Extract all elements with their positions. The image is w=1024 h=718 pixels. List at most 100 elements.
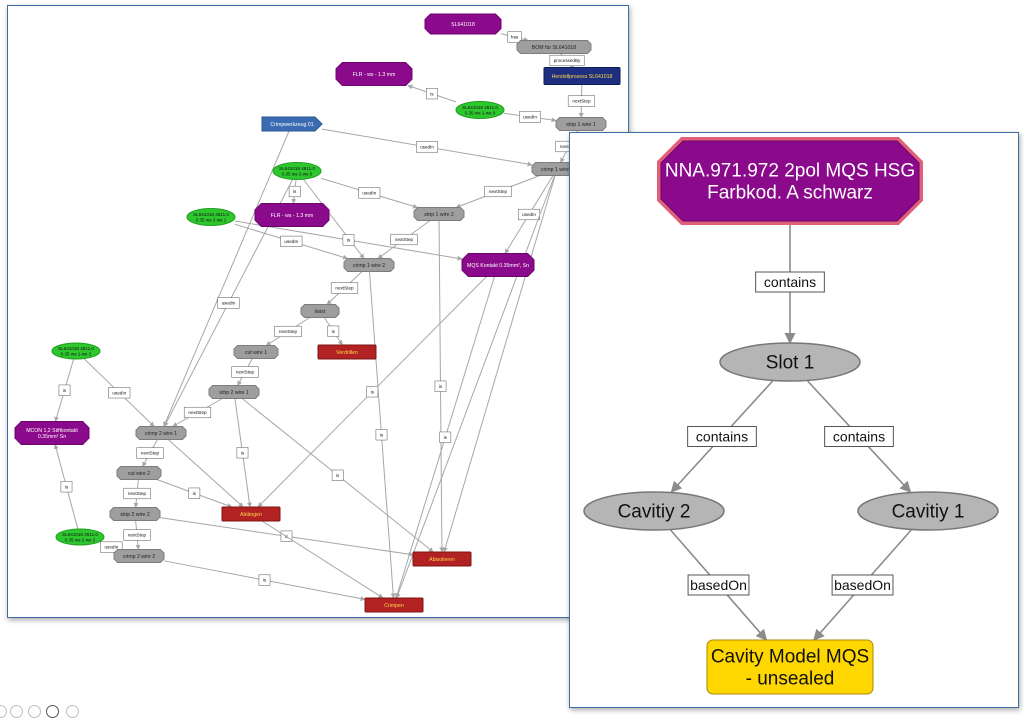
edge-label-box xyxy=(567,95,596,107)
edge-n_twist-n_cut1: nextStep xyxy=(265,317,311,346)
edge-f_cav2-f_model: basedOn xyxy=(669,529,768,641)
edge-label-is: is xyxy=(430,91,434,96)
edge-n_e1-n_strip1: usedIn xyxy=(503,111,557,123)
node-label: 0.35 ws 2-ws 1 xyxy=(196,217,227,222)
edge-label-is: is xyxy=(332,329,336,334)
node-strip-1-wire-1[interactable]: strip 1 wire 1 xyxy=(555,117,607,131)
camera-icon[interactable] xyxy=(46,705,59,718)
edge-n_crimp21-n_cut2: nextStep xyxy=(136,439,164,467)
node-label: crimp 1 wire 2 xyxy=(353,263,385,269)
node-sl641018-4611-0[interactable]: SL641018 4611.00.35 ws 1-ws 0 xyxy=(455,101,505,119)
edge-n_crimp11-n_strip12: nextStep xyxy=(455,175,541,209)
edge-n_sl-n_bom: has xyxy=(500,31,529,43)
edge-label-usedin: usedIn xyxy=(284,239,298,244)
edge-label-box xyxy=(108,387,131,399)
node-flr-ws-1-3-mm[interactable]: FLR - ws - 1.3 mm xyxy=(254,203,330,227)
node-cut-wire-1[interactable]: cut wire 1 xyxy=(233,345,279,359)
edge-layer: has processedBy nextStep is usedIn nextStep us… xyxy=(53,31,596,602)
node-shape xyxy=(455,101,505,119)
node-shape xyxy=(51,342,101,360)
zoom-in-icon[interactable] xyxy=(10,705,23,718)
edge-n_strip21-n_crimp21: nextStep xyxy=(172,398,223,427)
edge-label-box xyxy=(123,487,151,500)
edge-n_strip12-n_crimp12: nextStep xyxy=(377,220,431,259)
node-label: FLR - ws - 1.3 mm xyxy=(353,72,396,78)
node-mqs-kontakt-0-35mm-sn[interactable]: MQS Kontakt 0.35mm², Sn xyxy=(461,253,535,277)
edge-label-box xyxy=(136,447,164,459)
node-bom-f-r-sl641018[interactable]: BOM für SL641018 xyxy=(516,40,592,54)
node-crimp-2-wire-1[interactable]: crimp 2 wire 1 xyxy=(135,426,187,440)
node-shape xyxy=(343,258,395,272)
edge-label-usedin: usedIn xyxy=(522,212,536,217)
node-verdrillen[interactable]: Verdrillen xyxy=(317,344,377,360)
edge-n_twist-n_verdr: is xyxy=(323,317,343,346)
node-strip-1-wire-2[interactable]: strip 1 wire 2 xyxy=(413,207,465,221)
edge-label-processedby: processedBy xyxy=(554,58,581,63)
edge-label-box xyxy=(375,429,388,441)
node-crimpwerkzeug-01[interactable]: Crimpwerkzeug 01 xyxy=(261,116,323,132)
node-sl641018-4611-0[interactable]: SL641018 4611.00.35 ws 2-ws 0 xyxy=(272,162,322,180)
node-shape xyxy=(516,40,592,54)
node-shape xyxy=(113,549,165,563)
node-strip-2-wire-1[interactable]: strip 2 wire 1 xyxy=(208,385,260,399)
edge-label-is: is xyxy=(347,238,351,243)
node-label: crimp 1 wire 1 xyxy=(541,167,573,173)
node-label: MQS Kontakt 0.35mm², Sn xyxy=(467,263,529,269)
screen-icon[interactable] xyxy=(28,705,41,718)
edge-label-is: is xyxy=(380,432,384,437)
edge-label-box xyxy=(549,54,585,67)
node-crimpen[interactable]: Crimpen xyxy=(364,597,424,613)
node-label: twist xyxy=(315,309,326,315)
edge-label-box xyxy=(831,574,894,596)
zoom-out-icon[interactable] xyxy=(0,705,7,718)
node-label: Cavitiy 2 xyxy=(618,502,691,523)
node-strip-2-wire-2[interactable]: strip 2 wire 2 xyxy=(109,507,161,521)
edge-label-box xyxy=(274,325,302,338)
node-abisolieren[interactable]: Abisolieren xyxy=(412,551,472,567)
node-shape xyxy=(461,253,535,277)
node-sl641018-4611-0[interactable]: SL641018 4611.00.35 ws 2-ws 2 xyxy=(55,528,105,546)
edge-n_e4-n_mcon: is xyxy=(54,358,75,422)
node-shape xyxy=(116,466,162,480)
node-shape xyxy=(272,162,322,180)
node-sl641018-4611-0[interactable]: SL641018 4611.00.35 ws 2-ws 1 xyxy=(186,208,236,226)
edge-n_crimp11-n_abis xyxy=(442,175,556,553)
node-crimp-2-wire-2[interactable]: crimp 2 wire 2 xyxy=(113,549,165,563)
edge-n_e3-n_crimp12: usedIn xyxy=(234,223,349,260)
edge-n_e5-n_crimp22: usedIn xyxy=(100,541,123,553)
node-sl641018[interactable]: SL641018 xyxy=(424,13,502,35)
node-label: strip 1 wire 1 xyxy=(566,122,596,128)
node-cavitiy-2[interactable]: Cavitiy 2 xyxy=(583,491,725,531)
node-shape xyxy=(424,13,502,35)
node-shape xyxy=(706,639,874,695)
background-graph-panel: has processedBy nextStep is usedIn nextStep us… xyxy=(7,5,629,618)
node-shape xyxy=(55,528,105,546)
node-cavitiy-1[interactable]: Cavitiy 1 xyxy=(857,491,999,531)
more-icon[interactable] xyxy=(66,705,79,718)
node-herstellprozess-sl641018[interactable]: Herstellprozess SL641018 xyxy=(543,67,621,85)
node-crimp-1-wire-2[interactable]: crimp 1 wire 2 xyxy=(343,258,395,272)
node-slot-1[interactable]: Slot 1 xyxy=(719,342,861,382)
edge-label-box xyxy=(439,431,452,443)
node-twist[interactable]: twist xyxy=(300,304,340,318)
edge-label-box xyxy=(100,541,123,553)
node-flr-ws-1-3-mm[interactable]: FLR - ws - 1.3 mm xyxy=(335,62,413,86)
node-label: cut wire 2 xyxy=(128,471,150,477)
node-abl-ngen[interactable]: Ablängen xyxy=(221,506,281,522)
node-label: 0.35 ws 1-ws 0 xyxy=(465,110,496,115)
edge-n_e5-n_mcon: is xyxy=(53,444,79,530)
node-cut-wire-2[interactable]: cut wire 2 xyxy=(116,466,162,480)
node-label: Slot 1 xyxy=(766,353,815,374)
node-shape xyxy=(317,344,377,360)
edge-label-box xyxy=(507,31,522,43)
edge-label-box xyxy=(390,233,418,246)
edge-n_strip21-n_abl: is xyxy=(234,398,252,508)
node-sl641018-4611-0[interactable]: SL641018 4611.00.35 ws 1-ws 2 xyxy=(51,342,101,360)
edge-n_e1-n_flr1: is xyxy=(407,84,457,103)
node-cavity-model-mqs[interactable]: Cavity Model MQS- unsealed xyxy=(706,639,874,695)
edge-n_cut1-n_strip21: nextStep xyxy=(231,358,259,386)
edge-label-box xyxy=(687,426,757,447)
